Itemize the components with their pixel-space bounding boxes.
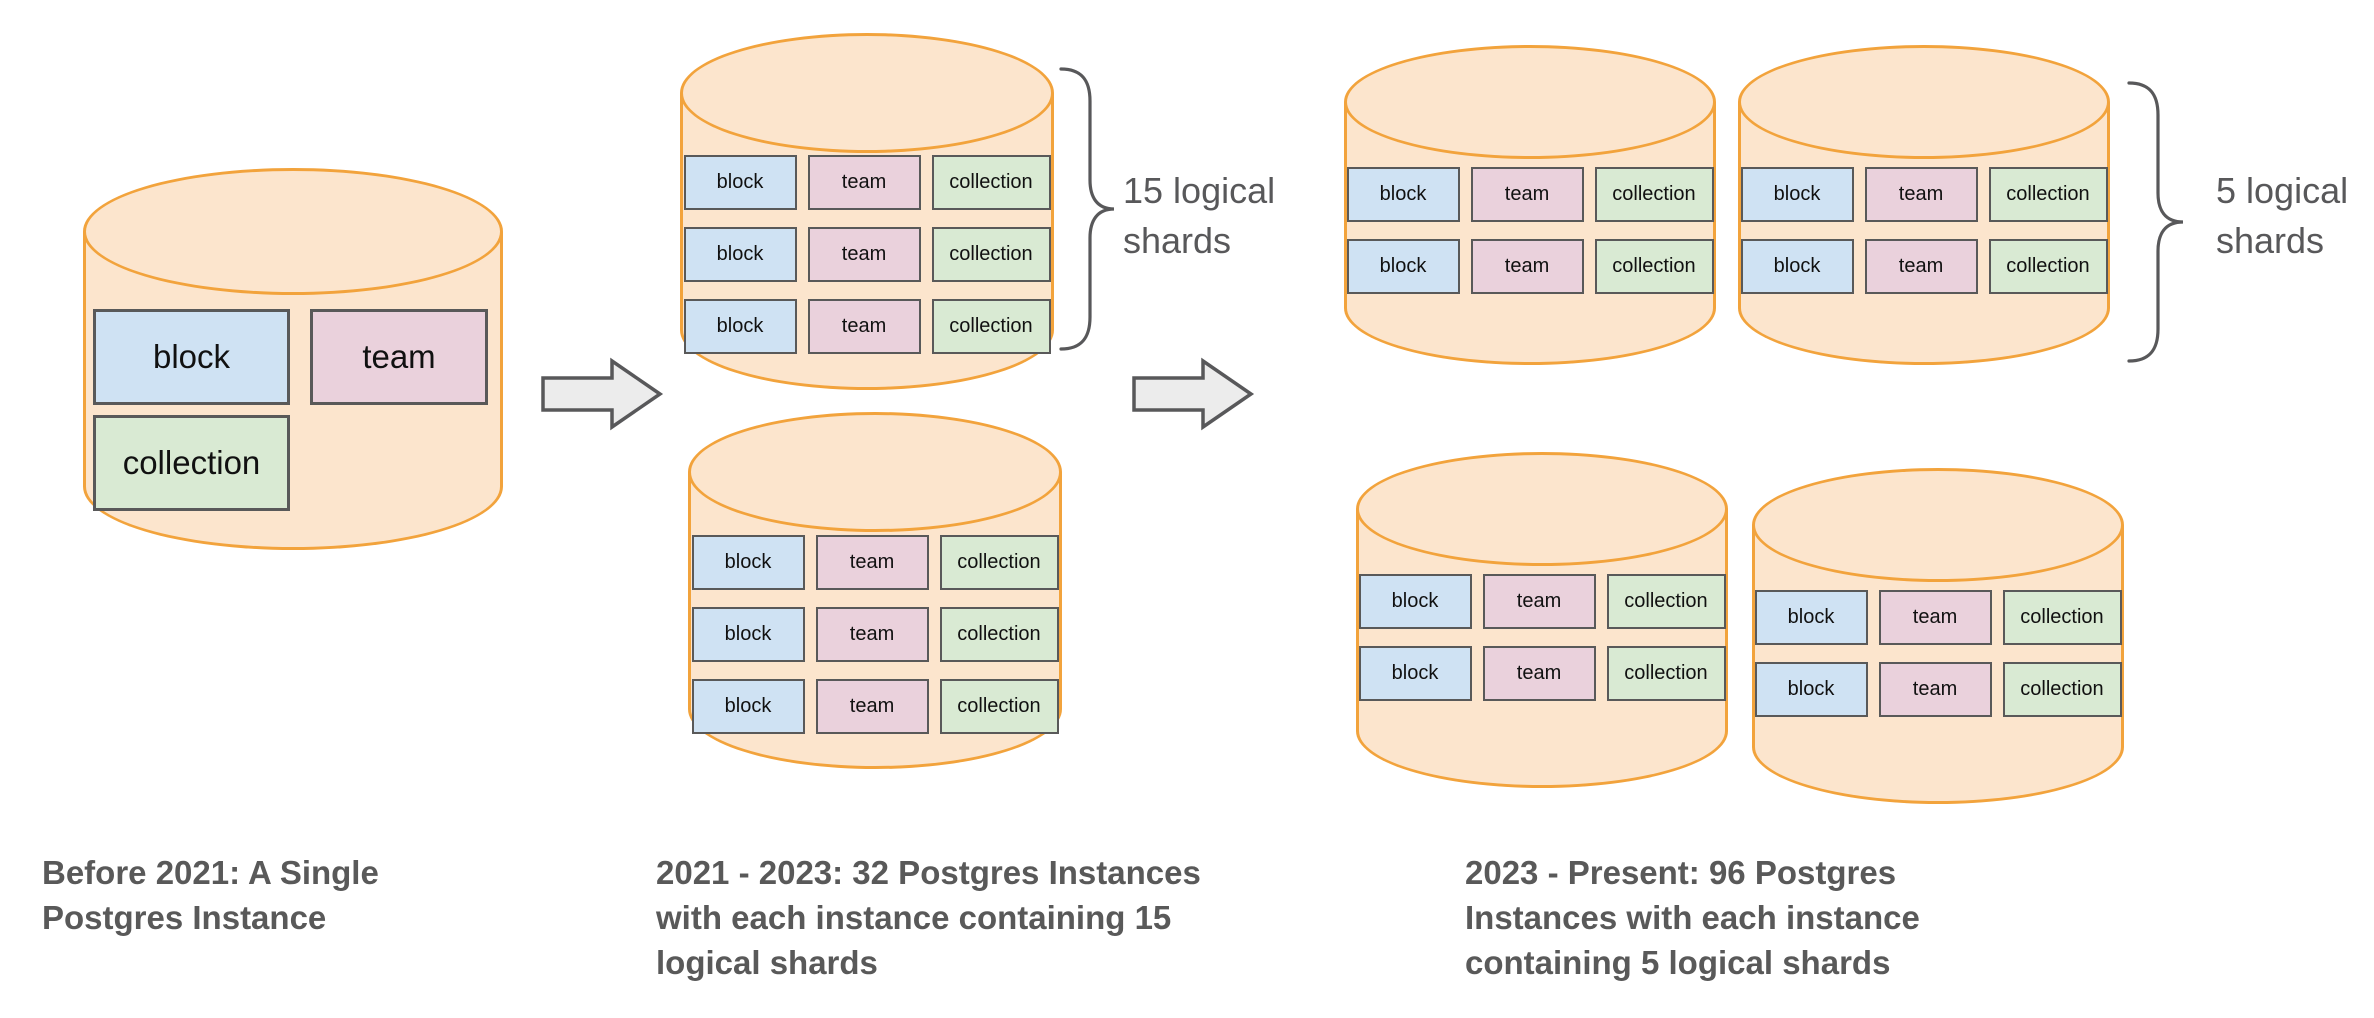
team-table: team — [807, 299, 921, 354]
collection-table: collection — [1594, 239, 1714, 294]
shard-row: block team collection — [1740, 239, 2108, 294]
arrow-right-icon — [540, 357, 664, 431]
shard-row: block team collection — [683, 155, 1051, 210]
collection-table: collection — [1606, 646, 1726, 701]
shard-row: block team collection — [1358, 646, 1726, 701]
shard-row: block team collection — [1346, 239, 1714, 294]
stage-caption: Before 2021: A Single Postgres Instance — [42, 854, 379, 936]
block-table: block — [1358, 646, 1472, 701]
postgres-instance-cylinder: block team collection block team collect… — [680, 33, 1054, 390]
block-table: block — [1740, 239, 1854, 294]
team-table: team — [815, 535, 929, 590]
team-table: team — [1482, 646, 1596, 701]
cylinder-top-ellipse — [688, 412, 1062, 532]
postgres-instance-cylinder: block team collection block team collect… — [1752, 468, 2124, 804]
brace-icon — [2126, 80, 2188, 364]
block-table: block — [683, 227, 797, 282]
team-table: team — [1470, 167, 1584, 222]
shard-row: block team collection — [683, 299, 1051, 354]
collection-table: collection — [931, 299, 1051, 354]
block-table: block — [691, 535, 805, 590]
collection-table: collection — [1988, 167, 2108, 222]
postgres-instance-cylinder: block team collection block team collect… — [1738, 45, 2110, 365]
collection-table: collection — [2002, 590, 2122, 645]
stage-caption: 2023 - Present: 96 Postgres Instances wi… — [1465, 854, 1920, 981]
collection-table: collection — [1606, 574, 1726, 629]
shard-row: block team collection — [691, 607, 1059, 662]
team-table: team — [807, 227, 921, 282]
block-table: block — [1358, 574, 1472, 629]
shard-row: block team collection — [691, 679, 1059, 734]
shard-row: block team collection — [1358, 574, 1726, 629]
block-table: block — [1346, 167, 1460, 222]
shard-row: block team collection — [1754, 590, 2122, 645]
arrow-right-icon — [1131, 357, 1255, 431]
block-table: block — [683, 299, 797, 354]
cylinder-top-ellipse — [1752, 468, 2124, 582]
postgres-instance-cylinder: block team collection block team collect… — [1356, 452, 1728, 788]
collection-table: collection — [93, 415, 290, 511]
shard-count-label: 15 logical shards — [1123, 170, 1276, 261]
collection-table: collection — [1594, 167, 1714, 222]
team-table: team — [1482, 574, 1596, 629]
shard-row: block team collection — [683, 227, 1051, 282]
block-table: block — [1740, 167, 1854, 222]
postgres-instance-cylinder: block team collection — [83, 168, 503, 550]
team-table: team — [310, 309, 488, 405]
block-table: block — [93, 309, 290, 405]
team-table: team — [1864, 167, 1978, 222]
team-table: team — [1864, 239, 1978, 294]
team-table: team — [807, 155, 921, 210]
team-table: team — [815, 679, 929, 734]
cylinder-top-ellipse — [83, 168, 503, 295]
block-table: block — [1346, 239, 1460, 294]
collection-table: collection — [939, 679, 1059, 734]
block-table: block — [691, 607, 805, 662]
shard-row: block team collection — [1346, 167, 1714, 222]
collection-table: collection — [939, 535, 1059, 590]
collection-table: collection — [2002, 662, 2122, 717]
cylinder-top-ellipse — [1356, 452, 1728, 566]
postgres-instance-cylinder: block team collection block team collect… — [1344, 45, 1716, 365]
team-table: team — [1878, 662, 1992, 717]
team-table: team — [815, 607, 929, 662]
collection-table: collection — [931, 155, 1051, 210]
stage-caption: 2021 - 2023: 32 Postgres Instances with … — [656, 854, 1201, 981]
brace-icon — [1058, 66, 1118, 352]
shard-row: block team collection — [1754, 662, 2122, 717]
cylinder-top-ellipse — [680, 33, 1054, 153]
team-table: team — [1878, 590, 1992, 645]
cylinder-top-ellipse — [1344, 45, 1716, 159]
block-table: block — [1754, 662, 1868, 717]
team-table: team — [1470, 239, 1584, 294]
collection-table: collection — [939, 607, 1059, 662]
shard-count-label: 5 logical shards — [2216, 170, 2349, 261]
collection-table: collection — [931, 227, 1051, 282]
shard-row: block team collection — [691, 535, 1059, 590]
block-table: block — [683, 155, 797, 210]
cylinder-top-ellipse — [1738, 45, 2110, 159]
block-table: block — [1754, 590, 1868, 645]
collection-table: collection — [1988, 239, 2108, 294]
postgres-instance-cylinder: block team collection block team collect… — [688, 412, 1062, 769]
shard-row: block team collection — [1740, 167, 2108, 222]
block-table: block — [691, 679, 805, 734]
